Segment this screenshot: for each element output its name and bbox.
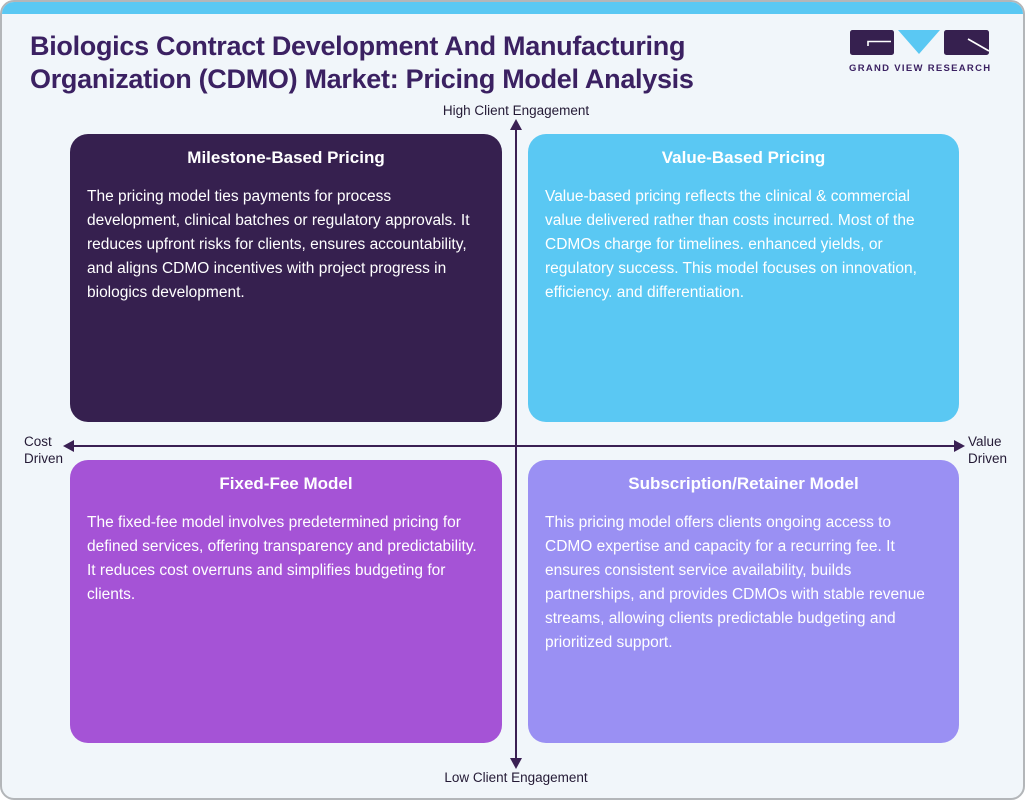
arrow-right-icon bbox=[954, 440, 965, 452]
quadrant-description: This pricing model offers clients ongoin… bbox=[545, 514, 925, 651]
axis-label-value-driven: Value Driven bbox=[968, 434, 1008, 466]
grand-view-research-logo: GRAND VIEW RESEARCH bbox=[849, 30, 991, 74]
quadrant-subscription-retainer-model: Subscription/Retainer Model This pricing… bbox=[528, 460, 959, 743]
logo-wordmark: GRAND VIEW RESEARCH bbox=[849, 63, 992, 74]
gvr-logo-icon bbox=[850, 30, 990, 55]
arrow-up-icon bbox=[510, 119, 522, 130]
quadrant-value-based-pricing: Value-Based Pricing Value-based pricing … bbox=[528, 134, 959, 422]
quadrant-description: Value-based pricing reflects the clinica… bbox=[545, 188, 917, 301]
axis-label-high-engagement: High Client Engagement bbox=[442, 103, 590, 118]
quadrant-description: The pricing model ties payments for proc… bbox=[87, 188, 470, 301]
quadrant-title: Milestone-Based Pricing bbox=[187, 148, 385, 167]
vertical-axis-line bbox=[515, 123, 517, 764]
page-title-line2: Organization (CDMO) Market: Pricing Mode… bbox=[30, 64, 694, 94]
quadrant-description: The fixed-fee model involves predetermin… bbox=[87, 514, 477, 603]
quadrant-title: Fixed-Fee Model bbox=[219, 474, 353, 493]
page-title: Biologics Contract Development And Manuf… bbox=[30, 30, 694, 96]
quadrant-milestone-based-pricing: Milestone-Based Pricing The pricing mode… bbox=[70, 134, 502, 422]
horizontal-axis-line bbox=[72, 445, 956, 447]
axis-label-low-engagement: Low Client Engagement bbox=[444, 770, 588, 785]
quadrant-title: Value-Based Pricing bbox=[661, 148, 826, 167]
quadrant-title: Subscription/Retainer Model bbox=[628, 474, 859, 493]
arrow-left-icon bbox=[63, 440, 74, 452]
quadrant-fixed-fee-model: Fixed-Fee Model The fixed-fee model invo… bbox=[70, 460, 502, 743]
header-accent-strip bbox=[2, 2, 1023, 14]
axis-label-cost-driven: Cost Driven bbox=[24, 434, 64, 466]
page-title-line1: Biologics Contract Development And Manuf… bbox=[30, 31, 686, 61]
arrow-down-icon bbox=[510, 758, 522, 769]
